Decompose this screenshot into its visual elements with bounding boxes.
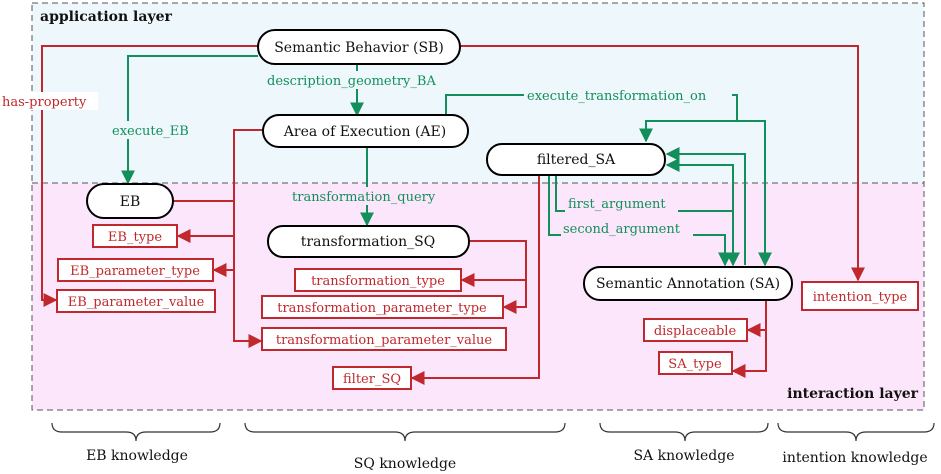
interaction-layer-title: interaction layer	[787, 386, 918, 402]
has-property-label-bg	[1, 92, 98, 110]
transformation-type-label: transformation_type	[311, 274, 445, 289]
edge-second-argument-back	[665, 147, 746, 265]
filter-sq-label: filter_SQ	[343, 372, 401, 387]
execute-eb-label: execute_EB	[112, 124, 189, 139]
intention-type-box	[801, 281, 919, 311]
edge-sa-properties	[731, 301, 767, 378]
eb-parameter-value-label: EB_parameter_value	[68, 295, 205, 310]
area-of-execution-node	[262, 114, 469, 148]
first-argument-label-bg	[565, 195, 678, 213]
application-layer-region	[32, 3, 924, 183]
sa-knowledge-brace	[599, 422, 769, 442]
execute-transformation-label-bg	[524, 86, 732, 104]
description-geometry-label: description_geometry_BA	[267, 74, 436, 89]
has-property-label: has-property	[2, 95, 87, 110]
transformation-type-box	[294, 268, 462, 292]
edge-execute-transformation-on-sa	[737, 120, 772, 267]
sq-knowledge-label: SQ knowledge	[354, 456, 456, 472]
eb-parameter-type-label: EB_parameter_type	[70, 264, 200, 279]
displaceable-box	[643, 318, 748, 342]
sa-knowledge-label: SA knowledge	[633, 448, 734, 464]
eb-parameter-type-box	[57, 258, 214, 282]
edge-has-property	[41, 45, 258, 307]
transformation-parameter-value-box	[261, 327, 507, 351]
execute-transformation-label: execute_transformation_on	[527, 89, 707, 104]
sa-type-box	[658, 351, 733, 375]
transformation-query-label: transformation_query	[292, 190, 436, 205]
intention-type-label: intention_type	[813, 290, 908, 305]
transformation-parameter-type-label: transformation_parameter_type	[277, 301, 487, 316]
edge-sq-properties	[469, 240, 527, 314]
edge-execute-eb	[121, 55, 258, 185]
first-argument-label: first_argument	[568, 197, 666, 212]
eb-type-box	[92, 224, 178, 248]
semantic-annotation-label: Semantic Annotation (SA)	[596, 276, 780, 292]
area-of-execution-label: Area of Execution (AE)	[283, 124, 446, 140]
displaceable-label: displaceable	[654, 324, 737, 339]
semantic-behavior-label: Semantic Behavior (SB)	[274, 40, 444, 56]
intention-knowledge-brace	[777, 422, 935, 442]
filtered-sa-node	[486, 143, 666, 176]
semantic-behavior-node	[257, 29, 461, 65]
description-geometry-label-bg	[265, 71, 463, 89]
transformation-sq-node	[267, 225, 470, 258]
filter-sq-box	[332, 366, 412, 390]
edge-filter-sq	[410, 175, 540, 385]
sa-type-label: SA_type	[668, 357, 722, 372]
transformation-parameter-value-label: transformation_parameter_value	[276, 333, 493, 348]
eb-node	[86, 183, 174, 219]
eb-parameter-value-box	[56, 289, 216, 313]
transformation-sq-label: transformation_SQ	[301, 234, 435, 250]
sq-knowledge-brace	[244, 422, 566, 442]
second-argument-label: second_argument	[563, 222, 681, 237]
layers-outline	[31, 2, 925, 411]
eb-knowledge-brace	[51, 422, 221, 442]
edge-first-argument-back	[665, 158, 734, 211]
execute-eb-label-bg	[108, 121, 196, 139]
edge-execute-transformation-on	[445, 94, 738, 143]
eb-knowledge-label: EB knowledge	[86, 448, 188, 464]
edge-ae-param-value	[233, 129, 263, 348]
filtered-sa-label: filtered_SA	[537, 152, 616, 168]
transformation-parameter-type-box	[261, 295, 504, 319]
transformation-query-label-bg	[290, 187, 452, 205]
eb-type-label: EB_type	[108, 230, 162, 245]
application-layer-title: application layer	[40, 9, 172, 25]
semantic-annotation-node	[583, 266, 793, 301]
intention-knowledge-label: intention knowledge	[782, 450, 927, 466]
edge-sb-intention	[460, 45, 865, 282]
second-argument-label-bg	[561, 220, 693, 238]
eb-label: EB	[120, 194, 141, 210]
